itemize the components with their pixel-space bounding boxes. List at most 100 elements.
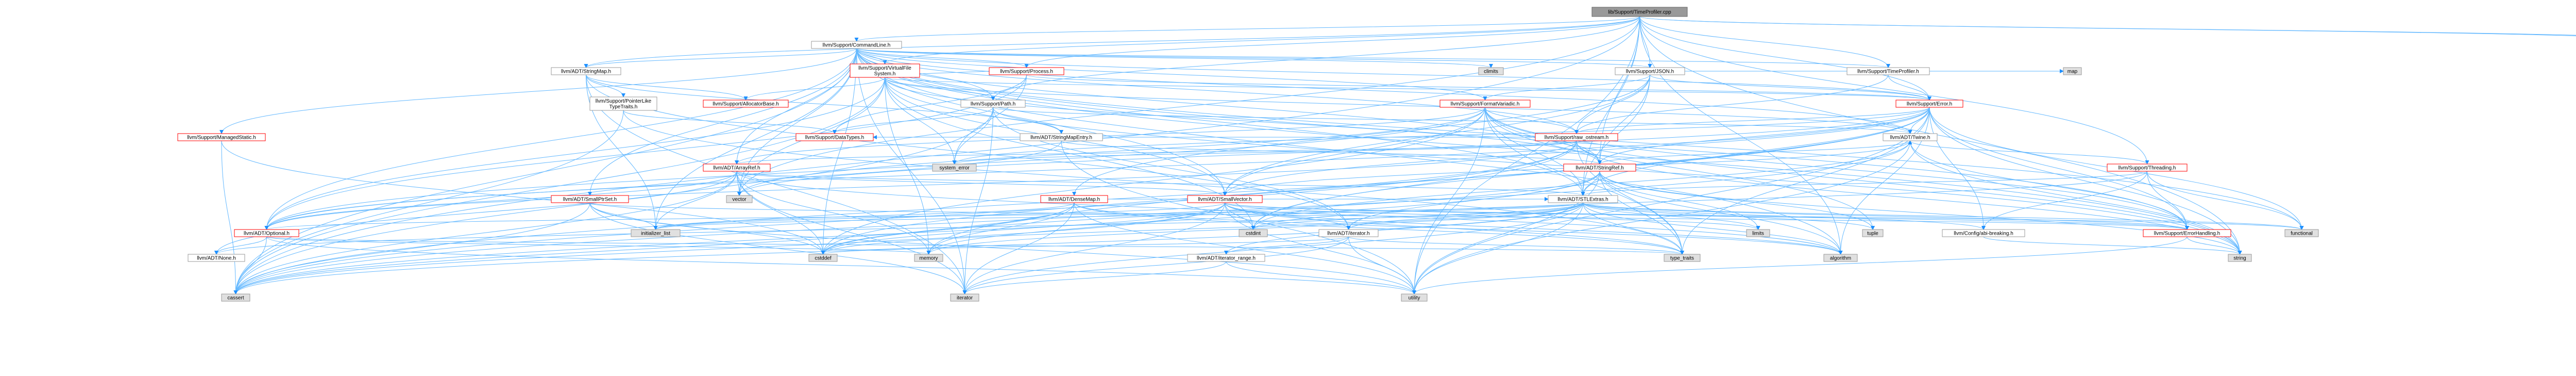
edge-twine-to-string: [1910, 140, 2242, 255]
node-json[interactable]: llvm/Support/JSON.h: [1615, 67, 1685, 75]
node-label: llvm/Support/FormatVariadic.h: [1451, 102, 1520, 107]
edge-stlextras-to-functional: [1583, 202, 2304, 230]
edge-path-to-iterator_h: [993, 107, 1351, 230]
node-threading[interactable]: llvm/Support/Threading.h: [2107, 164, 2188, 172]
node-functional: functional: [2284, 229, 2319, 237]
edge-stlextras-to-memory: [926, 202, 1583, 255]
edge-stlextras-to-typetraits: [1583, 202, 1684, 255]
node-strmapentry[interactable]: llvm/ADT/StringMapEntry.h: [1020, 133, 1103, 141]
edge-process-to-datatypes: [833, 74, 1027, 134]
edge-fmtvar-to-utility: [1412, 107, 1485, 295]
node-error[interactable]: llvm/Support/Error.h: [1895, 100, 1963, 108]
node-box: [2284, 229, 2319, 237]
node-twine[interactable]: llvm/ADT/Twine.h: [1883, 133, 1938, 141]
node-label: TypeTraits.h: [609, 104, 638, 110]
edge-iterator_h-to-iterator: [962, 236, 1349, 295]
edge-root-to-cl: [854, 16, 1640, 42]
node-fmtvar[interactable]: llvm/Support/FormatVariadic.h: [1439, 100, 1531, 108]
edge-twine-to-stringref: [1598, 140, 1910, 165]
node-memory: memory: [914, 254, 943, 262]
node-stringref[interactable]: llvm/ADT/StringRef.h: [1563, 164, 1636, 172]
node-managed[interactable]: llvm/Support/ManagedStatic.h: [177, 133, 266, 141]
node-iterrange[interactable]: llvm/ADT/iterator_range.h: [1187, 254, 1265, 262]
edge-vfs-to-syserr: [885, 77, 957, 165]
node-box: [2107, 164, 2188, 172]
edge-stringref-to-typetraits: [1599, 171, 1684, 255]
edge-stlextras-to-iterator_h: [1346, 202, 1583, 230]
dependency-edges: [214, 16, 2576, 295]
edge-twine-to-errhandling: [1910, 140, 2189, 230]
node-errhandling[interactable]: llvm/Support/ErrorHandling.h: [2143, 229, 2231, 237]
node-path[interactable]: llvm/Support/Path.h: [960, 100, 1026, 108]
edge-stlextras-to-tuple: [1583, 202, 1875, 230]
node-box: [1401, 293, 1428, 302]
edge-stringref-to-algorithm: [1599, 171, 1843, 255]
edge-stringref-to-string: [1599, 171, 2242, 255]
node-label: llvm/ADT/ArrayRef.h: [713, 166, 760, 171]
node-label: System.h: [874, 71, 896, 77]
edge-rawos-to-optional: [264, 140, 1577, 230]
node-box: [1318, 229, 1379, 237]
node-label: llvm/ADT/DenseMap.h: [1048, 197, 1100, 203]
edge-path-to-syserr: [952, 107, 993, 165]
node-iterator_h[interactable]: llvm/ADT/iterator.h: [1318, 229, 1379, 237]
node-box: [1591, 7, 1688, 17]
edge-densemap-to-utility: [1074, 202, 1416, 295]
node-climits: climits: [1478, 67, 1504, 75]
node-stlextras[interactable]: llvm/ADT/STLExtras.h: [1548, 195, 1618, 203]
edge-root-to-threading: [1639, 16, 2149, 165]
node-map: map: [2063, 67, 2082, 75]
node-datatypes[interactable]: llvm/Support/DataTypes.h: [795, 133, 874, 141]
edge-strmapentry-to-optional: [264, 140, 1062, 230]
node-smallptrset[interactable]: llvm/ADT/SmallPtrSet.h: [551, 195, 629, 203]
edge-threading-to-twine: [1908, 140, 2147, 165]
node-label: llvm/ADT/SmallVector.h: [1198, 197, 1251, 203]
node-box: [2063, 67, 2082, 75]
node-root[interactable]: lib/Support/TimeProfiler.cpp: [1591, 7, 1688, 17]
node-process[interactable]: llvm/Support/Process.h: [989, 67, 1064, 75]
node-abibreak[interactable]: llvm/Config/abi-breaking.h: [1942, 229, 2025, 237]
node-optional[interactable]: llvm/ADT/Optional.h: [234, 229, 299, 237]
edge-stlextras-to-none: [214, 202, 1583, 255]
edge-optional-to-cassert: [233, 236, 267, 295]
edge-arrayref-to-optional: [264, 171, 737, 230]
edge-smallvec-to-cassert: [233, 202, 1225, 295]
node-label: llvm/Support/PointerLike: [596, 99, 652, 104]
edge-ptrlike-to-typetraits: [623, 110, 1684, 255]
edge-optional-to-utility: [266, 236, 1416, 295]
node-densemap[interactable]: llvm/ADT/DenseMap.h: [1040, 195, 1108, 203]
edge-twine-to-cstdint: [1251, 140, 1910, 230]
node-vector: vector: [726, 195, 753, 203]
node-box: [850, 63, 920, 78]
node-strmap[interactable]: llvm/ADT/StringMap.h: [551, 67, 621, 75]
node-cl[interactable]: llvm/Support/CommandLine.h: [811, 41, 902, 49]
node-label: llvm/ADT/None.h: [197, 256, 236, 261]
node-label: llvm/ADT/StringMap.h: [561, 69, 611, 75]
node-rawos[interactable]: llvm/Support/raw_ostream.h: [1535, 133, 1618, 141]
edge-error-to-rawos: [1574, 107, 1930, 134]
node-smallvec[interactable]: llvm/ADT/SmallVector.h: [1187, 195, 1263, 203]
node-cstddef: cstddef: [808, 254, 838, 262]
edge-process-to-syserr: [952, 74, 1027, 165]
node-box: [932, 164, 977, 172]
edge-root-to-chrono: [1639, 16, 2576, 37]
edge-fmtvar-to-vector: [737, 107, 1485, 196]
edge-ptrlike-to-cassert: [233, 110, 624, 295]
node-arrayref[interactable]: llvm/ADT/ArrayRef.h: [703, 164, 771, 172]
node-label: llvm/Support/Threading.h: [2119, 166, 2176, 171]
node-box: [551, 195, 629, 203]
node-tp[interactable]: llvm/Support/TimeProfiler.h: [1846, 67, 1930, 75]
node-label: llvm/Config/abi-breaking.h: [1954, 231, 2013, 237]
node-alloc[interactable]: llvm/Support/AllocatorBase.h: [703, 100, 789, 108]
edge-json-to-error: [1650, 74, 1931, 101]
edge-error-to-syserr: [952, 107, 1930, 165]
node-box: [551, 67, 621, 75]
node-none[interactable]: llvm/ADT/None.h: [188, 254, 245, 262]
edge-iterator_h-to-utility: [1348, 236, 1416, 295]
edge-stlextras-to-iterator: [962, 202, 1583, 295]
edge-threading-to-functional: [2147, 171, 2304, 230]
edge-rawos-to-cassert: [233, 140, 1577, 295]
edge-fmtvar-to-errhandling: [1485, 107, 2189, 230]
